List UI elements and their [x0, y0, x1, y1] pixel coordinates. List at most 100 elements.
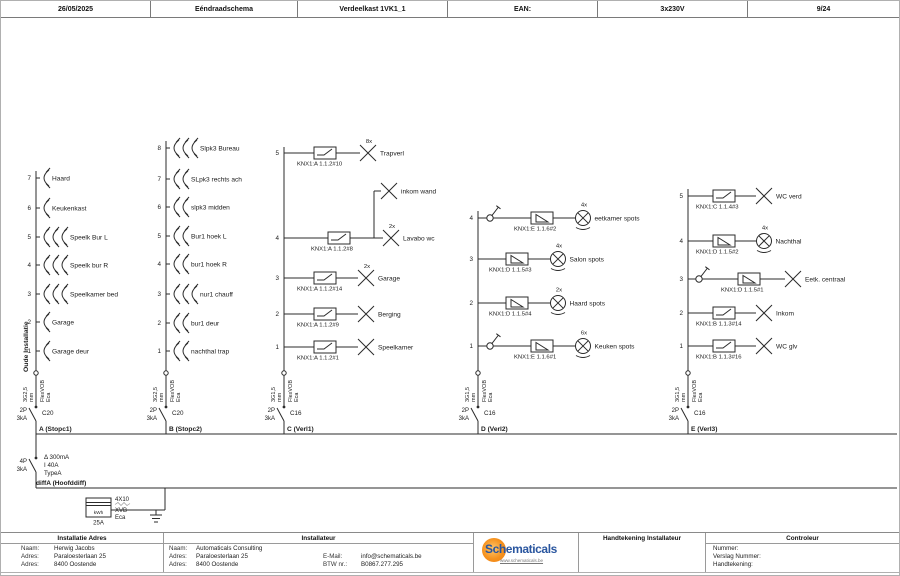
supply-cable: 4X10: [115, 497, 130, 503]
symbol-stroke: [184, 168, 190, 174]
symbol-stroke: [758, 235, 770, 247]
field-value: Herwig Jacobs: [54, 545, 95, 552]
logo-url: www.schematicals.be: [500, 558, 544, 563]
lamp-count: 4x: [762, 226, 768, 232]
field-value: B0867.277.295: [361, 561, 403, 568]
diff-spec: Δ 300mA: [44, 454, 70, 461]
symbol-stroke: [175, 137, 181, 143]
symbol-stroke: [45, 226, 51, 232]
meter-amps: 25A: [93, 521, 104, 527]
cable-spec: 3G1,5: [675, 387, 681, 402]
node: [550, 251, 566, 267]
field-label: Naam:: [169, 545, 188, 552]
symbol-stroke: [716, 341, 732, 349]
field-label: [323, 545, 361, 553]
symbol-stroke: [45, 311, 51, 317]
lamp-label: Berging: [378, 311, 401, 318]
cable-spec: Eca: [698, 392, 704, 402]
lamp-count: 2x: [556, 288, 562, 294]
symbol-stroke: [755, 337, 773, 355]
symbol-stroke: [175, 212, 181, 218]
symbol-stroke: [184, 340, 190, 346]
relay-actuator-icon: [313, 271, 337, 285]
symbol-stroke: [175, 241, 181, 247]
knx-address: KNX1:E 1.1.6#2: [514, 227, 556, 233]
relay-actuator-icon: [712, 189, 736, 203]
branch-number: 2: [469, 300, 473, 307]
breaker-contact-dot: [34, 456, 38, 460]
symbol-stroke: [317, 342, 333, 350]
symbol-stroke: [535, 213, 550, 223]
field-label: Naam:: [21, 545, 40, 552]
field-value: 8400 Oostende: [54, 561, 97, 568]
label: 2P: [20, 408, 27, 414]
cable-spec: Eca: [294, 392, 300, 402]
relay-actuator-icon: [712, 306, 736, 320]
supply-cable: Eca: [115, 515, 126, 521]
circuit-label: B (Stopc2): [169, 426, 202, 433]
branch-number: 7: [157, 176, 161, 183]
branch-number: 5: [275, 150, 279, 157]
symbol-stroke: [184, 253, 190, 259]
symbol-stroke: [45, 183, 51, 189]
cable-spec: 3G1,5: [271, 387, 277, 402]
symbol-stroke: [45, 197, 51, 203]
symbol-stroke: [357, 305, 375, 323]
branch-number: 4: [275, 235, 279, 242]
footer-row: Naam:Automaticals Consulting: [169, 545, 473, 553]
lamp-count: 2x: [364, 264, 370, 270]
branch-A1: 1 Garage deur: [27, 340, 90, 362]
symbol-stroke: [175, 356, 181, 362]
symbol-stroke: [382, 229, 400, 247]
lamp-label: WC glv: [776, 343, 798, 350]
field-label: BTW nr.:: [323, 561, 348, 568]
cable-spec: mm: [159, 392, 165, 402]
cable-spec: Eca: [46, 392, 52, 402]
label: 2P: [268, 408, 275, 414]
symbol-stroke: [184, 225, 190, 231]
symbol-stroke: [577, 212, 589, 224]
knx-address: KNX1:E 1.1.6#1: [514, 355, 556, 361]
symbol-stroke: [705, 266, 710, 271]
lamp-label: inkom wand: [401, 188, 437, 195]
symbol-stroke: [317, 148, 333, 156]
knx-address: KNX1:B 1.1.3#16: [696, 355, 742, 361]
knx-address: KNX1:A 1.1.2#1: [297, 356, 339, 362]
branch-number: 1: [27, 348, 31, 355]
cable-spec: FlexVOB: [170, 380, 176, 402]
symbol-stroke: [742, 274, 757, 284]
lamp-count: 6x: [581, 331, 587, 337]
symbol-stroke: [45, 340, 51, 346]
symbol-stroke: [175, 340, 181, 346]
breaker-contact-dot: [282, 405, 286, 409]
symbol-stroke: [175, 184, 181, 190]
symbol-stroke: [175, 299, 181, 305]
field-value: Paraloesterlaan 25: [54, 553, 106, 560]
symbol-stroke: [45, 283, 51, 289]
node: [756, 233, 772, 249]
branch-number: 5: [679, 193, 683, 200]
label: 3kA: [17, 416, 27, 422]
symbol-stroke: [54, 283, 60, 289]
logo-sun-icon: [482, 538, 506, 562]
socket-label: Garage deur: [52, 348, 90, 355]
symbol-stroke: [175, 153, 181, 159]
knx-address: KNX1:A 1.1.2#14: [297, 287, 343, 293]
socket-label: Speelkamer bed: [70, 291, 118, 298]
header-date: 26/05/2025: [1, 1, 151, 17]
symbol-stroke: [317, 273, 333, 281]
